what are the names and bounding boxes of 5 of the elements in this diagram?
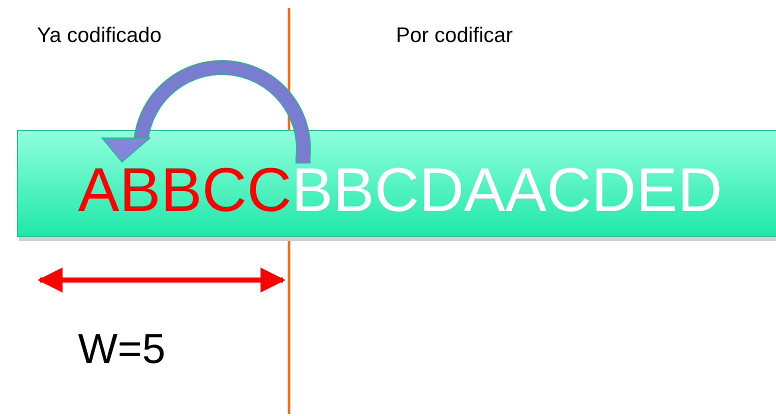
region-label: Por codificar (396, 24, 513, 48)
encoded-symbols: ABBCC (78, 160, 292, 222)
pending-symbols: BBCDAACDED (292, 160, 722, 222)
region-label: Ya codificado (37, 24, 162, 48)
window-size-label: W=5 (78, 326, 166, 372)
